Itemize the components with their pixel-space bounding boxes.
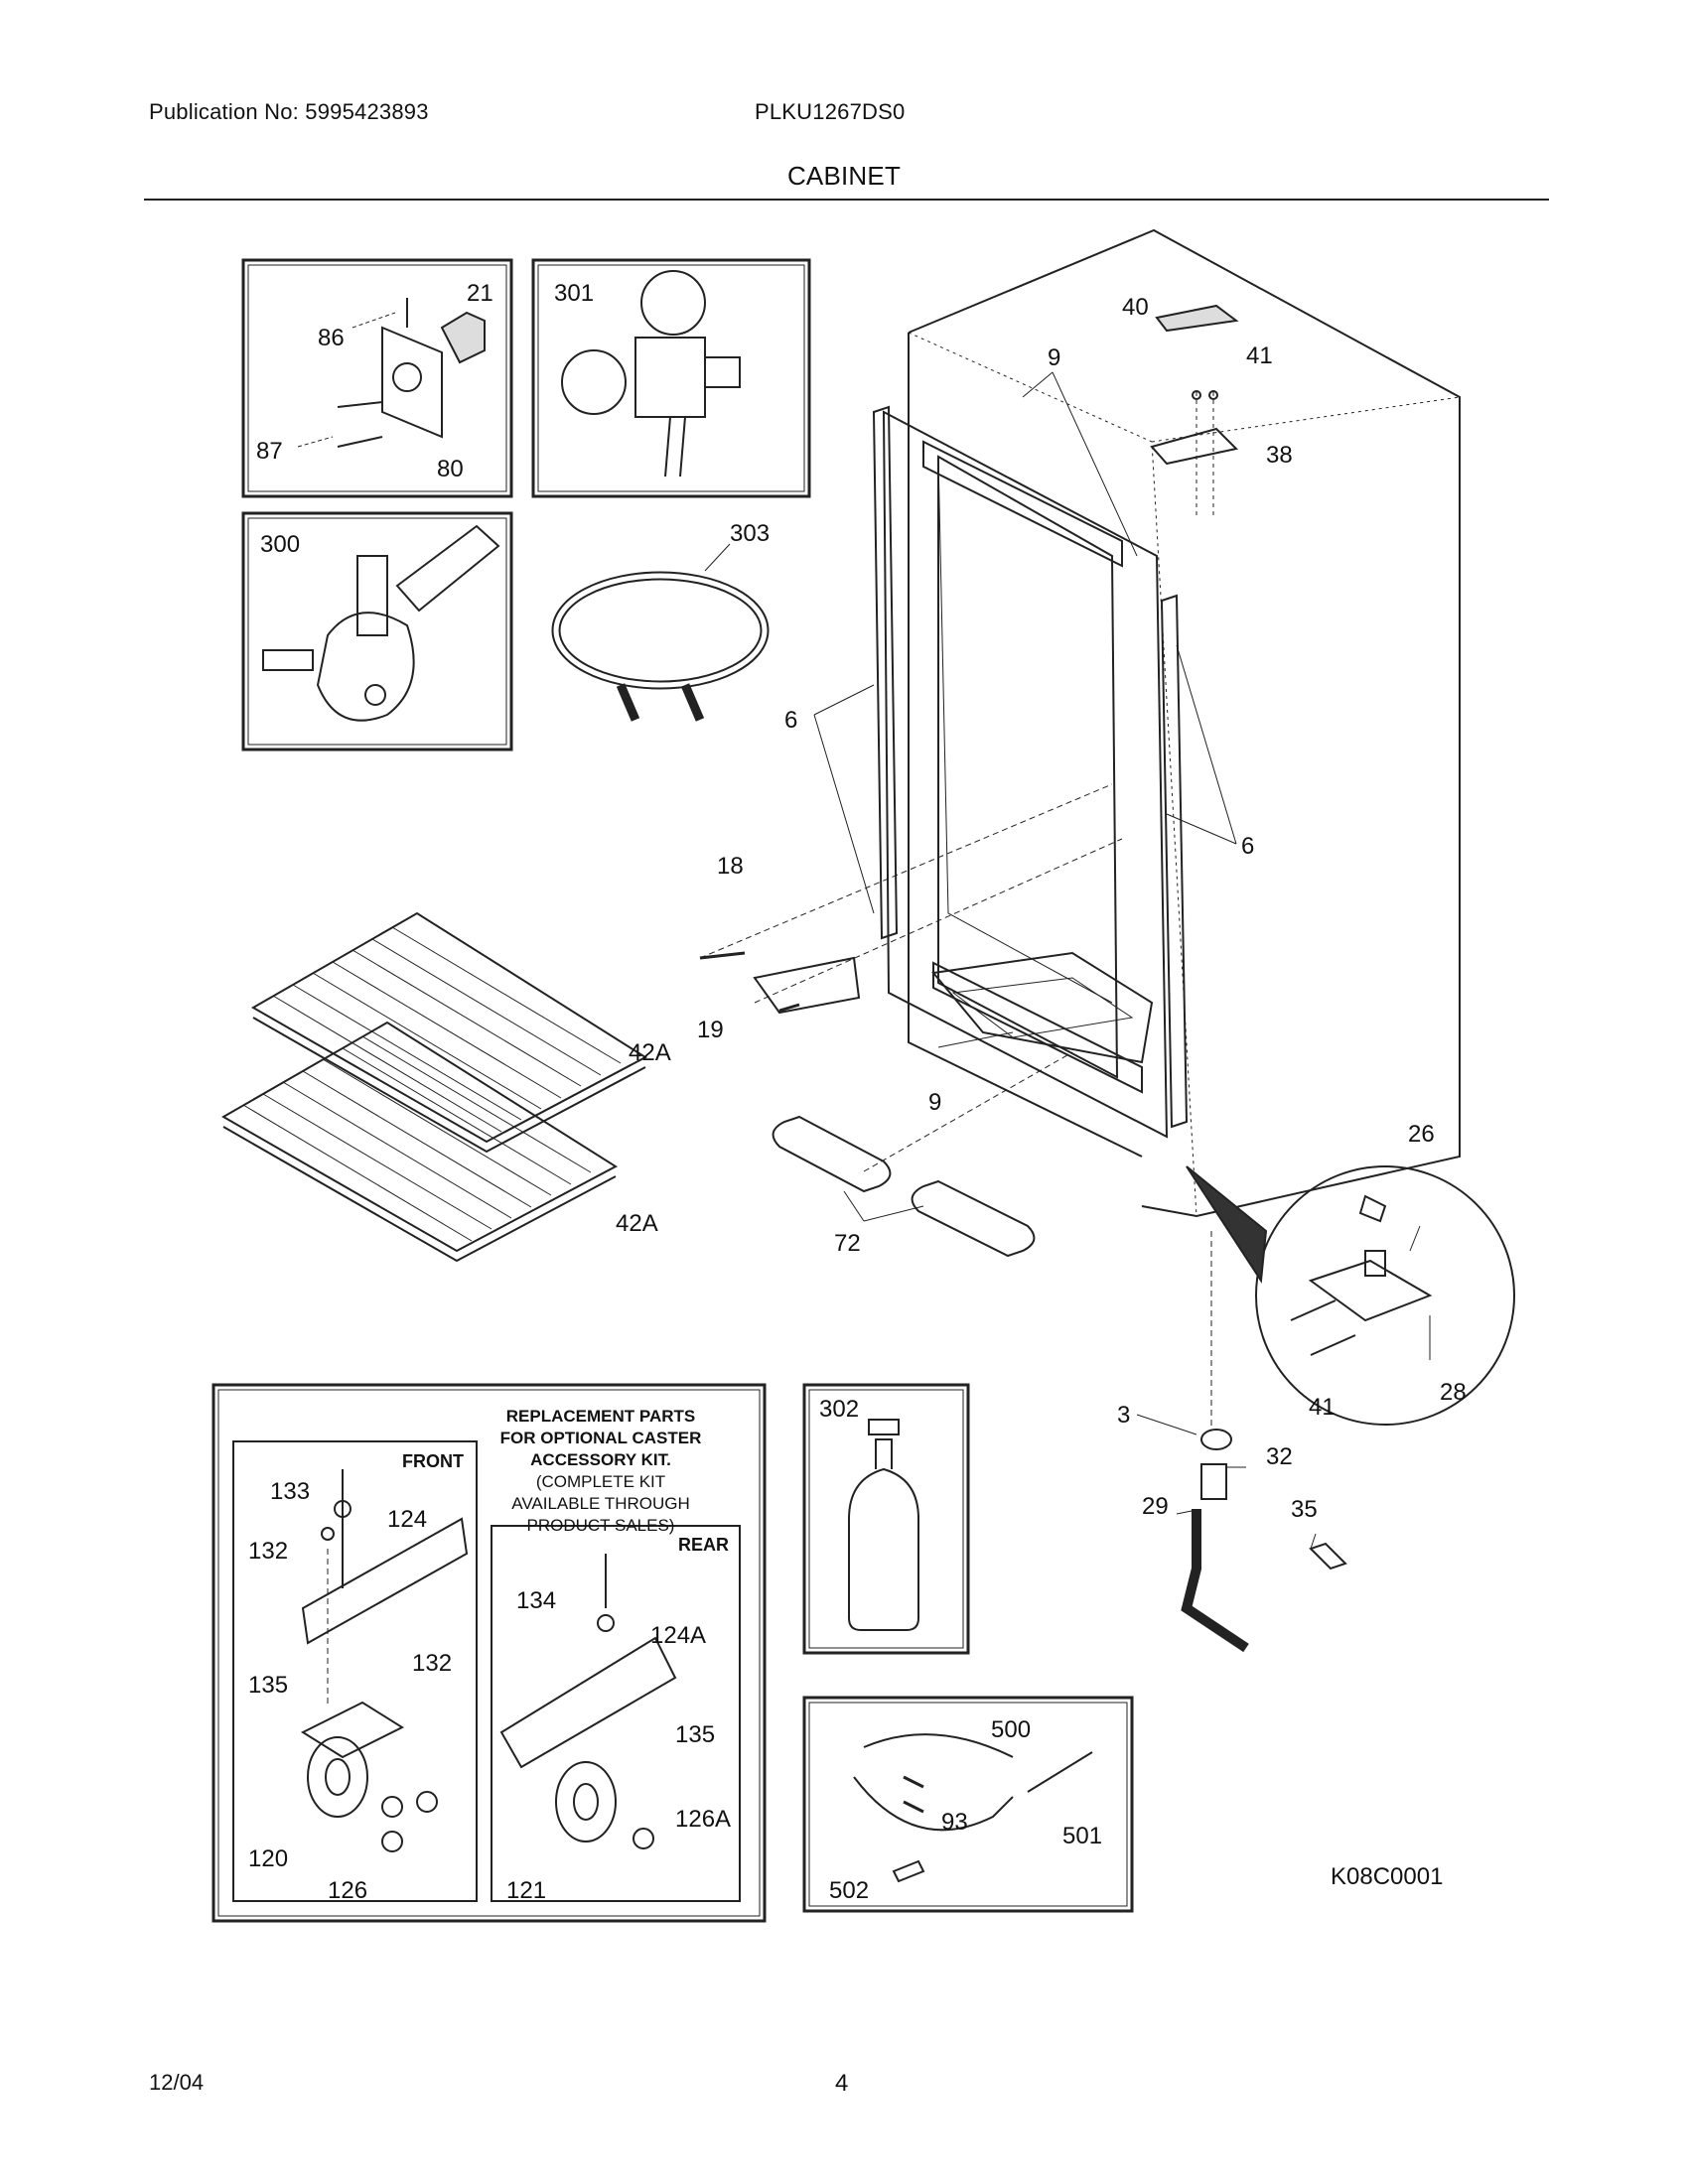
part-label-35: 35 [1291, 1496, 1318, 1523]
part-label-19: 19 [697, 1017, 724, 1043]
part-number-labels: 21 86 87 80 301 300 303 40 41 38 9 6 6 1… [248, 280, 1467, 1904]
header-rule [144, 199, 1549, 201]
section-title: CABINET [786, 161, 902, 191]
part-label-301: 301 [554, 280, 594, 307]
part-label-28: 28 [1440, 1379, 1467, 1406]
kit-note-line1: REPLACEMENT PARTS [506, 1407, 695, 1426]
part-label-32: 32 [1266, 1443, 1293, 1470]
part-label-42A-bottom: 42A [616, 1210, 658, 1237]
kit-note-line3: ACCESSORY KIT. [530, 1450, 671, 1469]
part-label-26: 26 [1408, 1121, 1435, 1148]
part-label-133: 133 [270, 1478, 310, 1505]
part-label-124: 124 [387, 1506, 427, 1533]
part-label-87: 87 [256, 438, 283, 465]
part-label-132-a: 132 [248, 1538, 288, 1565]
part-label-126: 126 [328, 1877, 367, 1904]
part-label-42A-top: 42A [629, 1039, 671, 1066]
kit-note-line4: (COMPLETE KIT [536, 1472, 665, 1491]
part-label-86: 86 [318, 325, 345, 351]
inset-box-thermostat [241, 258, 513, 498]
page-number: 4 [835, 2070, 849, 2097]
part-label-135-front: 135 [248, 1672, 288, 1699]
part-label-41-detail: 41 [1309, 1394, 1336, 1421]
kit-note-line6: PRODUCT SALES) [527, 1516, 675, 1535]
part-label-132-b: 132 [412, 1650, 452, 1677]
shelves [220, 911, 647, 1263]
kit-note-line2: FOR OPTIONAL CASTER [500, 1429, 702, 1447]
part-label-300: 300 [260, 531, 300, 558]
part-label-6-right: 6 [1241, 833, 1254, 860]
part-label-72: 72 [834, 1230, 861, 1257]
air-grilles [772, 1115, 1036, 1258]
part-label-9-top: 9 [1048, 344, 1060, 371]
part-label-38: 38 [1266, 442, 1293, 469]
caster-kit-note: REPLACEMENT PARTS FOR OPTIONAL CASTER AC… [500, 1407, 702, 1535]
part-label-80: 80 [437, 456, 464, 482]
inset-box-regulator [531, 258, 811, 498]
tank-strap-box [802, 1696, 1134, 1913]
part-label-9-bottom: 9 [928, 1089, 941, 1116]
cabinet-body [882, 228, 1461, 1218]
part-label-500: 500 [991, 1716, 1031, 1743]
leveler-legs [1136, 1231, 1347, 1653]
co2-cylinder-box [802, 1383, 970, 1655]
part-label-21: 21 [467, 280, 493, 307]
door-hinge-top [1150, 304, 1239, 516]
part-label-18: 18 [717, 853, 744, 880]
publication-number: Publication No: 5995423893 [149, 99, 429, 124]
part-label-134: 134 [516, 1587, 556, 1614]
footer-date: 12/04 [149, 2070, 205, 2095]
part-label-3: 3 [1117, 1402, 1130, 1429]
model-number: PLKU1267DS0 [755, 99, 906, 124]
part-label-124A: 124A [650, 1622, 706, 1649]
part-label-126A: 126A [675, 1806, 731, 1833]
caster-kit-box [211, 1383, 767, 1923]
part-label-121: 121 [506, 1877, 546, 1904]
part-label-135-rear: 135 [675, 1721, 715, 1748]
leader-lines-cabinet [699, 371, 1237, 1172]
part-label-303: 303 [730, 520, 770, 547]
beverage-tubing [551, 543, 770, 722]
part-label-40: 40 [1122, 294, 1149, 321]
part-label-302: 302 [819, 1396, 859, 1423]
part-label-502: 502 [829, 1877, 869, 1904]
leveler-detail-circle [1186, 1165, 1515, 1426]
part-label-41-top: 41 [1246, 342, 1273, 369]
part-label-29: 29 [1142, 1493, 1169, 1520]
part-label-93: 93 [941, 1809, 968, 1836]
part-label-501: 501 [1062, 1823, 1102, 1849]
kick-plate-bracket [699, 951, 861, 1015]
part-label-6-left: 6 [784, 707, 797, 734]
inset-box-coupler [241, 511, 513, 751]
diagram-code: K08C0001 [1331, 1863, 1443, 1890]
part-label-120: 120 [248, 1845, 288, 1872]
kit-note-line5: AVAILABLE THROUGH [511, 1494, 690, 1513]
front-tag: FRONT [402, 1451, 464, 1471]
door-gasket-pieces [872, 405, 1189, 1129]
rear-tag: REAR [678, 1535, 729, 1555]
